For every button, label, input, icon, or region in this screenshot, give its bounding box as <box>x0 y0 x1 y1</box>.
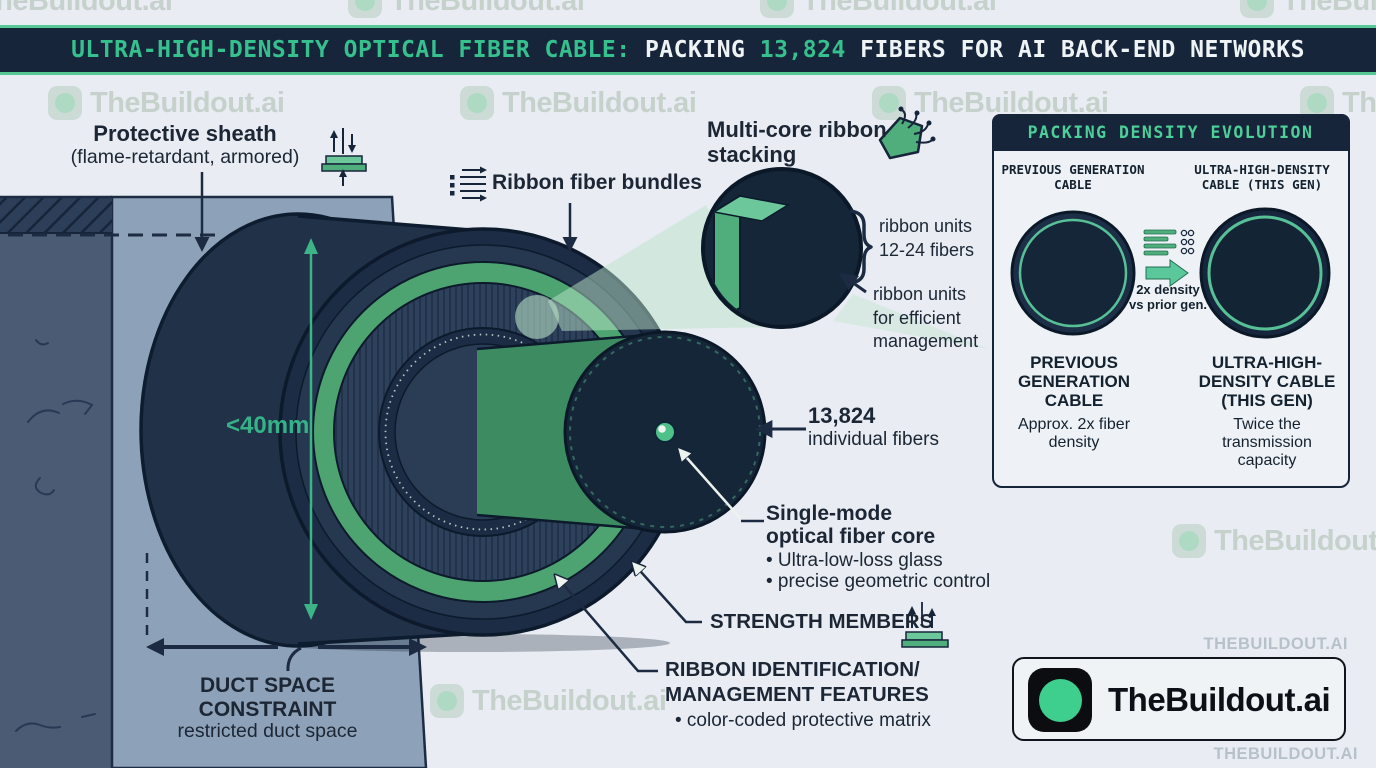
brand-icon <box>1028 668 1092 732</box>
zoom-beam-right <box>833 294 988 349</box>
prev-gen-caption: Approx. 2x fiber density <box>1017 416 1131 451</box>
strength-members-label: STRENGTH MEMBERS <box>710 610 934 633</box>
ribbon-lines-icon <box>450 166 487 202</box>
high-density-title: ULTRA-HIGH-DENSITY CABLE (THIS GEN) <box>1198 353 1336 410</box>
page-title: ULTRA-HIGH-DENSITY OPTICAL FIBER CABLE: … <box>71 37 1305 63</box>
multicore-stacking-label: Multi-core ribbon stacking <box>707 117 887 167</box>
fiber-count-callout: 13,824 individual fibers <box>808 403 939 450</box>
prev-gen-title: PREVIOUS GENERATION CABLE <box>1017 353 1131 410</box>
protective-sheath-subtitle: (flame-retardant, armored) <box>70 145 300 168</box>
footer-caps-bottom: THEBUILDOUT.AI <box>1213 745 1358 763</box>
sketch-scribbles <box>15 339 96 732</box>
watermark: TheBuildout.ai <box>760 0 997 18</box>
watermark-icon <box>760 0 794 18</box>
fiber-count-value: 13,824 <box>808 403 876 428</box>
panel-left-header: PREVIOUS GENERATION CABLE <box>1001 162 1145 192</box>
title-banner: ULTRA-HIGH-DENSITY OPTICAL FIBER CABLE: … <box>0 25 1376 75</box>
diameter-dimension <box>304 238 318 620</box>
watermark: TheBuildout.ai <box>0 0 173 17</box>
watermark: TheBuildout.ai <box>1240 0 1376 18</box>
ribbon-stack-inset <box>701 167 873 329</box>
watermark: TheBuildout.ai <box>430 684 667 718</box>
density-arrow-icon <box>1145 259 1189 287</box>
duct-width-dimension <box>146 638 427 672</box>
center-fiber <box>654 421 676 443</box>
ribbon-mgmt-arrow <box>839 272 867 294</box>
highlighted-bundle <box>515 295 559 339</box>
panel-title: PACKING DENSITY EVOLUTION <box>991 113 1350 151</box>
watermark: TheBuildout.ai <box>872 86 1109 120</box>
watermark-icon <box>348 0 382 18</box>
ribbon-mgmt-callout: ribbon units for efficient management <box>873 284 979 351</box>
fiber-count-label: individual fibers <box>808 428 939 450</box>
density-arrow-caption: 2x density vs prior gen. <box>1128 282 1208 312</box>
watermark-icon <box>48 86 82 120</box>
single-mode-callout: Single-mode optical fiber core • Ultra-l… <box>766 502 991 592</box>
sheath-icon <box>321 128 367 186</box>
watermark-icon <box>872 86 906 120</box>
watermark: TheBuildout.ai <box>1172 524 1376 558</box>
watermark-icon <box>430 684 464 718</box>
cable-body <box>139 212 767 652</box>
ribbon-id-callout: RIBBON IDENTIFICATION/ MANAGEMENT FEATUR… <box>665 658 931 731</box>
watermark: TheBuildout.ai <box>460 86 697 120</box>
duct-constraint-callout: DUCT SPACE CONSTRAINT restricted duct sp… <box>177 674 358 743</box>
diameter-label: <40mm <box>226 412 310 439</box>
brand-name: TheBuildout.ai <box>1108 681 1331 718</box>
leader-lines <box>194 172 806 673</box>
footer-caps-top: THEBUILDOUT.AI <box>1203 635 1348 653</box>
panel-right-header: ULTRA-HIGH-DENSITY CABLE (THIS GEN) <box>1194 162 1330 192</box>
watermark: TheBuildout.ai <box>348 0 585 18</box>
ribbon-bundles-label: Ribbon fiber bundles <box>492 171 702 194</box>
ribbon-units-callout: ribbon units 12-24 fibers <box>879 216 975 260</box>
watermark-icon <box>460 86 494 120</box>
density-ribbon-icon <box>1143 229 1195 256</box>
watermark-icon <box>1240 0 1274 18</box>
fiber-splay-icon <box>878 106 936 160</box>
watermark-icon <box>1172 524 1206 558</box>
panel-graphics <box>1010 207 1331 339</box>
packing-density-panel: PACKING DENSITY EVOLUTION PREVIOUS GENER… <box>991 113 1350 488</box>
protective-sheath-title: Protective sheath <box>93 121 277 146</box>
ribbon-units-bracket <box>849 209 873 285</box>
protective-sheath-callout: Protective sheath (flame-retardant, armo… <box>55 121 315 168</box>
high-density-caption: Twice the transmission capacity <box>1222 416 1312 469</box>
watermark: TheBuildout.ai <box>48 86 285 120</box>
strength-icon <box>901 602 949 648</box>
brand-logo-box: TheBuildout.ai <box>1012 657 1346 741</box>
